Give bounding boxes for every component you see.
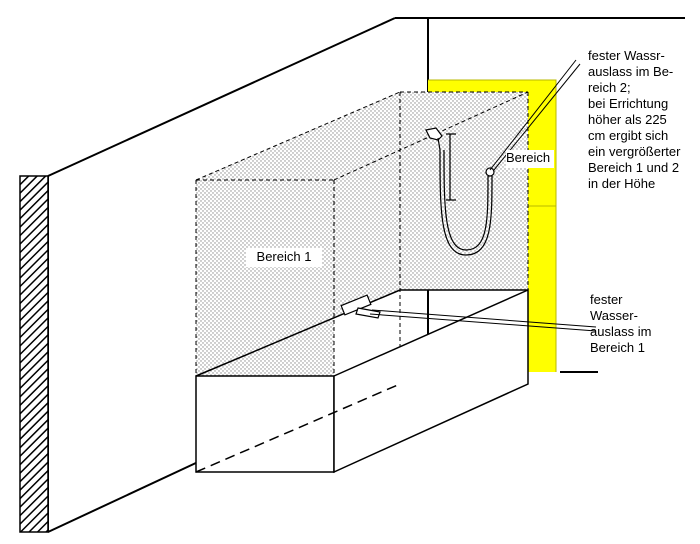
callout-top-line: höher als 225 bbox=[588, 112, 667, 127]
callout-bottom-line: Bereich 1 bbox=[590, 340, 645, 355]
callout-top-line: ein vergrößerter bbox=[588, 144, 681, 159]
callout-top-line: cm ergibt sich bbox=[588, 128, 669, 143]
zone2-band-outline bbox=[428, 79, 557, 372]
callout-bottom-line: Wasser- bbox=[590, 308, 638, 323]
callout-top-line: auslass im Be- bbox=[588, 64, 674, 79]
zone1-volume bbox=[196, 92, 528, 376]
label-zone1: Bereich 1 bbox=[246, 248, 322, 267]
callout-top-line: bei Errichtung bbox=[588, 96, 669, 111]
callout-top-line: in der Höhe bbox=[588, 176, 656, 191]
label-zone2: Bereich 2 bbox=[506, 150, 554, 168]
callout-bottom-line: fester bbox=[590, 292, 623, 307]
callout-bottom-line: auslass im bbox=[590, 324, 652, 339]
callout-top-line: Bereich 1 und 2 bbox=[588, 160, 680, 175]
callout-top-line: fester Wassr- bbox=[588, 48, 665, 63]
faucet-zone1 bbox=[340, 294, 381, 319]
callout-top: fester Wassr- auslass im Be- reich 2; be… bbox=[588, 48, 684, 192]
bathtub bbox=[195, 288, 529, 474]
shower-set bbox=[425, 127, 495, 256]
callout-top-line: reich 2; bbox=[588, 80, 631, 95]
callout-bottom: fester Wasser- auslass im Bereich 1 bbox=[590, 292, 680, 356]
wall-section-hatching bbox=[19, 175, 49, 533]
